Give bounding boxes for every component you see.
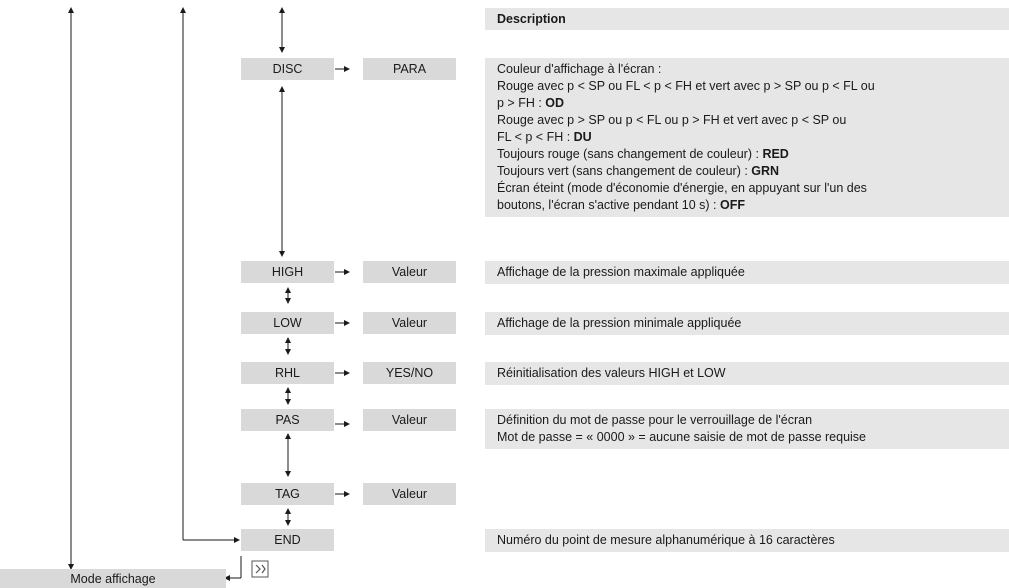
- description-line: Réinitialisation des valeurs HIGH et LOW: [497, 365, 1009, 382]
- description-text: Affichage de la pression minimale appliq…: [497, 316, 742, 330]
- description-text: Affichage de la pression maximale appliq…: [497, 265, 745, 279]
- description-text: Toujours rouge (sans changement de coule…: [497, 147, 763, 161]
- description-text: p > FH :: [497, 96, 546, 110]
- description-text: Couleur d'affichage à l'écran :: [497, 62, 662, 76]
- value-label: Valeur: [391, 316, 428, 330]
- description-value: GRN: [751, 164, 780, 178]
- description-text: boutons, l'écran s'active pendant 10 s) …: [497, 198, 720, 212]
- description-text: Écran éteint (mode d'économie d'énergie,…: [497, 181, 867, 195]
- description-header: Description: [485, 8, 1009, 30]
- code-box-pas[interactable]: PAS: [241, 409, 334, 431]
- value-box-pas[interactable]: Valeur: [363, 409, 456, 431]
- mode-affichage-box[interactable]: Mode affichage: [0, 569, 226, 588]
- code-label: PAS: [275, 413, 300, 427]
- description-line: Rouge avec p > SP ou p < FL ou p > FH et…: [497, 112, 1009, 129]
- description-line: Définition du mot de passe pour le verro…: [497, 412, 1009, 429]
- value-box-high[interactable]: Valeur: [363, 261, 456, 283]
- mode-affichage-label: Mode affichage: [70, 571, 156, 586]
- description-disc: Couleur d'affichage à l'écran : Rouge ave…: [485, 58, 1009, 217]
- code-label: TAG: [275, 487, 300, 501]
- description-value: OFF: [719, 198, 745, 212]
- description-end: Numéro du point de mesure alphanumérique…: [485, 529, 1009, 552]
- value-box-disc[interactable]: PARA: [363, 58, 456, 80]
- description-line: Rouge avec p < SP ou FL < p < FH et vert…: [497, 78, 1009, 95]
- description-low: Affichage de la pression minimale appliq…: [485, 312, 1009, 335]
- value-label: PARA: [392, 62, 427, 76]
- value-label: Valeur: [391, 487, 428, 501]
- description-line: FL < p < FH : DU: [497, 129, 1009, 146]
- value-box-rhl[interactable]: YES/NO: [363, 362, 456, 384]
- description-line: p > FH : OD: [497, 95, 1009, 112]
- code-box-high[interactable]: HIGH: [241, 261, 334, 283]
- description-pas: Définition du mot de passe pour le verro…: [485, 409, 1009, 449]
- code-label: HIGH: [271, 265, 304, 279]
- description-text: Mot de passe = « 0000 » = aucune saisie …: [497, 430, 866, 444]
- code-label: RHL: [274, 366, 300, 380]
- code-label: END: [274, 533, 301, 547]
- description-line: Toujours rouge (sans changement de coule…: [497, 146, 1009, 163]
- value-box-tag[interactable]: Valeur: [363, 483, 456, 505]
- description-line: Mot de passe = « 0000 » = aucune saisie …: [497, 429, 1009, 446]
- code-box-tag[interactable]: TAG: [241, 483, 334, 505]
- value-label: YES/NO: [385, 366, 434, 380]
- description-text: Toujours vert (sans changement de couleu…: [497, 164, 752, 178]
- code-label: DISC: [272, 62, 303, 76]
- description-text: Numéro du point de mesure alphanumérique…: [497, 533, 835, 547]
- description-high: Affichage de la pression maximale appliq…: [485, 261, 1009, 284]
- description-line: Écran éteint (mode d'économie d'énergie,…: [497, 180, 1009, 197]
- code-label: LOW: [273, 316, 302, 330]
- description-header-label: Description: [497, 12, 566, 26]
- description-line: boutons, l'écran s'active pendant 10 s) …: [497, 197, 1009, 214]
- description-rhl: Réinitialisation des valeurs HIGH et LOW: [485, 362, 1009, 385]
- description-value: OD: [545, 96, 565, 110]
- description-value: RED: [762, 147, 789, 161]
- description-text: Définition du mot de passe pour le verro…: [497, 413, 813, 427]
- description-line: Affichage de la pression minimale appliq…: [497, 315, 1009, 332]
- description-line: Affichage de la pression maximale appliq…: [497, 264, 1009, 281]
- value-label: Valeur: [391, 413, 428, 427]
- value-box-low[interactable]: Valeur: [363, 312, 456, 334]
- code-box-rhl[interactable]: RHL: [241, 362, 334, 384]
- code-box-disc[interactable]: DISC: [241, 58, 334, 80]
- value-label: Valeur: [391, 265, 428, 279]
- code-box-low[interactable]: LOW: [241, 312, 334, 334]
- description-text: FL < p < FH :: [497, 130, 574, 144]
- description-value: DU: [573, 130, 592, 144]
- description-text: Rouge avec p > SP ou p < FL ou p > FH et…: [497, 113, 847, 127]
- enter-icon[interactable]: [251, 560, 269, 578]
- description-line: Couleur d'affichage à l'écran :: [497, 61, 1009, 78]
- code-box-end[interactable]: END: [241, 529, 334, 551]
- description-text: Rouge avec p < SP ou FL < p < FH et vert…: [497, 79, 875, 93]
- description-text: Réinitialisation des valeurs HIGH et LOW: [497, 366, 726, 380]
- description-line: Toujours vert (sans changement de couleu…: [497, 163, 1009, 180]
- description-line: Numéro du point de mesure alphanumérique…: [497, 532, 1009, 549]
